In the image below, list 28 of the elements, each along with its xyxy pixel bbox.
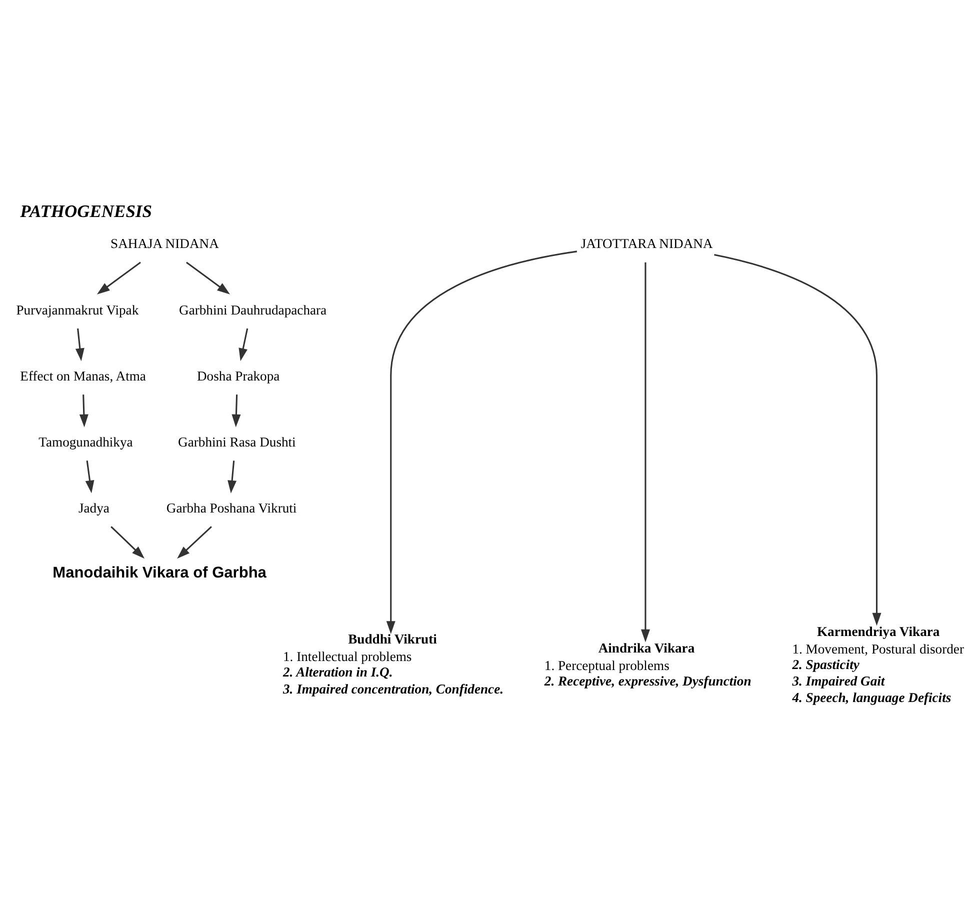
arrow (386, 250, 578, 634)
node-text: JATOTTARA NIDANA (580, 236, 713, 251)
node-text: Garbhini Rasa Dushti (178, 434, 296, 449)
node-text: Garbha Poshana Vikruti (166, 500, 297, 515)
arrow (238, 328, 248, 361)
node-text: Jadya (78, 500, 110, 515)
node-text: Karmendriya Vikara 1. Movement, Postural disorder 2. Spasticity 3. Impaired Gait 4. Speech, language Deficits (792, 623, 964, 704)
node-text: Aindrika Vikara 1. Perceptual problems 2. Receptive, expressive, Dysfunction (544, 640, 752, 688)
node-text: Purvajanmakrut Vipak (16, 302, 139, 317)
arrow (228, 460, 237, 493)
arrow (79, 394, 88, 427)
arrow (640, 262, 650, 642)
arrow (85, 460, 94, 493)
node-text: Buddhi Vikruti 1. Intellectual problems 2. Alteration in I.Q. 3. Impaired concentration, Confidence. (283, 631, 504, 696)
arrow (75, 328, 84, 361)
arrow (714, 254, 882, 626)
node-text: Effect on Manas, Atma (20, 368, 146, 383)
arrow (96, 261, 141, 294)
node-text: Manodaihik Vikara of Garbha (52, 564, 266, 582)
arrow (232, 394, 241, 427)
node-text: SAHAJA NIDANA (110, 236, 219, 251)
arrow (110, 526, 145, 558)
arrow (177, 526, 212, 558)
node-text: Dosha Prakopa (197, 368, 280, 383)
diagram-title: PATHOGENESIS (20, 200, 152, 220)
arrow (186, 261, 230, 294)
node-text: Tamogunadhikya (38, 434, 133, 449)
node-text: Garbhini Dauhrudapachara (179, 302, 327, 317)
